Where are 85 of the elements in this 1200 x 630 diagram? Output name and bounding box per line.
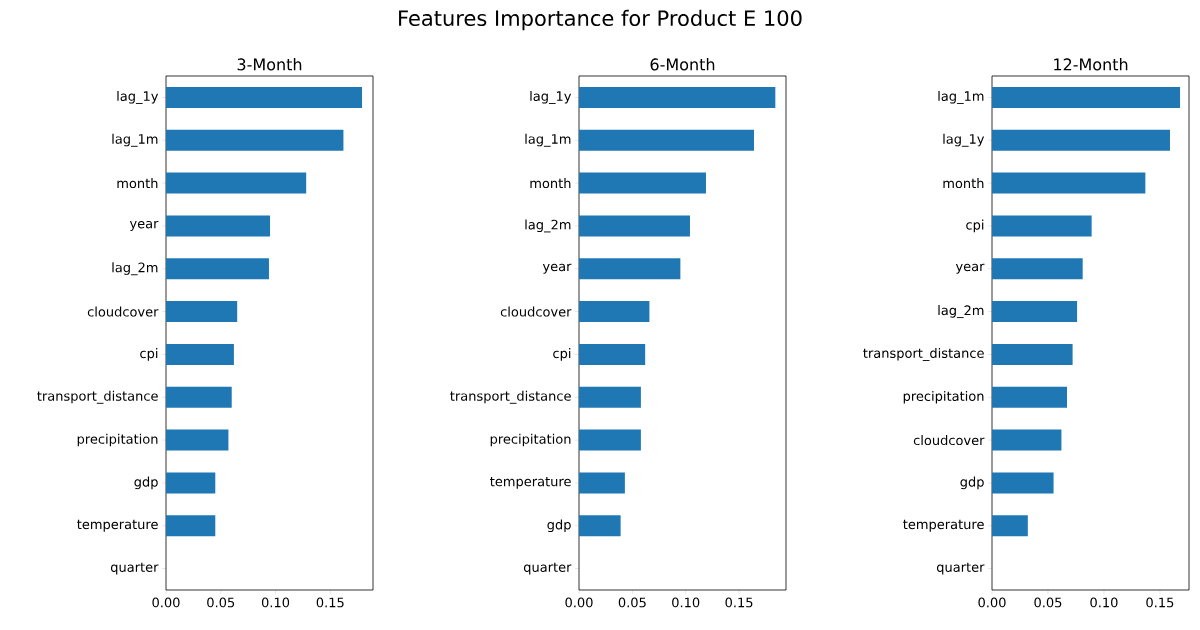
x-tick-label: 0.05: [207, 597, 235, 608]
y-tick-label: quarter: [936, 562, 985, 575]
bar: [579, 386, 641, 408]
x-tick-label: 0.05: [618, 597, 646, 608]
y-tick-label: year: [542, 263, 572, 274]
bar: [579, 343, 646, 365]
bar: [166, 215, 271, 237]
bar: [992, 86, 1181, 108]
bar: [992, 386, 1067, 408]
y-tick-label: lag_1y: [117, 90, 159, 104]
y-tick-label: lag_2m: [112, 262, 158, 276]
bar: [992, 515, 1028, 537]
y-tick-label: month: [117, 178, 158, 189]
bar: [992, 429, 1062, 451]
x-tick-label: 0.10: [672, 597, 700, 608]
bar: [579, 129, 754, 151]
bar: [579, 515, 621, 537]
x-tick-label: 0.15: [725, 597, 753, 608]
y-tick-label: year: [955, 263, 985, 274]
bar: [579, 215, 690, 237]
y-tick-label: precipitation: [77, 433, 158, 447]
y-tick-label: lag_1y: [943, 133, 985, 147]
x-tick-label: 0.00: [565, 597, 593, 608]
y-tick-label: month: [530, 178, 571, 189]
y-tick-label: lag_1y: [530, 90, 572, 104]
y-tick-label: cpi: [966, 219, 984, 233]
y-tick-label: precipitation: [490, 433, 571, 447]
y-tick-label: cpi: [140, 348, 158, 361]
y-tick-label: cloudcover: [913, 435, 985, 446]
y-tick-label: cloudcover: [500, 306, 572, 317]
bar: [166, 301, 238, 323]
bar: [166, 472, 216, 494]
y-tick-label: gdp: [960, 476, 984, 490]
y-tick-label: cpi: [553, 348, 571, 361]
x-tick-label: 0.15: [316, 597, 344, 608]
y-tick-label: lag_1m: [525, 133, 571, 147]
y-tick-label: transport_distance: [450, 390, 571, 404]
y-tick-label: transport_distance: [863, 347, 984, 361]
bar: [992, 129, 1170, 151]
y-tick-label: lag_1m: [938, 90, 984, 104]
bar: [166, 515, 216, 537]
bar: [166, 258, 269, 280]
x-tick-label: 0.10: [1090, 597, 1118, 608]
bar: [166, 386, 232, 408]
chart-title: 12-Month: [1054, 58, 1128, 71]
bar: [166, 343, 234, 365]
x-tick-label: 0.00: [152, 597, 180, 608]
bar: [579, 86, 776, 108]
x-tick-label: 0.00: [978, 597, 1006, 608]
y-tick-label: transport_distance: [37, 390, 158, 404]
y-tick-label: temperature: [490, 477, 571, 489]
bar: [579, 472, 625, 494]
y-tick-label: gdp: [547, 519, 571, 533]
chart-title: 3-Month: [237, 58, 302, 71]
bar: [579, 172, 706, 194]
bar: [579, 429, 641, 451]
y-tick-label: temperature: [77, 519, 158, 532]
bar: [579, 301, 650, 323]
bar: [992, 301, 1078, 323]
bar: [992, 472, 1054, 494]
y-tick-label: quarter: [110, 562, 159, 575]
bar: [992, 258, 1083, 280]
y-tick-label: month: [943, 178, 984, 189]
y-tick-label: lag_1m: [112, 133, 158, 147]
x-tick-label: 0.05: [1034, 597, 1062, 608]
bar: [166, 429, 229, 451]
x-tick-label: 0.10: [261, 597, 290, 608]
bar: [992, 215, 1092, 237]
y-tick-label: precipitation: [903, 390, 984, 404]
bar: [992, 172, 1146, 194]
y-tick-label: lag_2m: [525, 219, 571, 233]
bar: [992, 343, 1073, 365]
chart-title: 6-Month: [650, 58, 715, 71]
y-tick-label: gdp: [134, 476, 158, 490]
chart-title: Features Importance for Product E 100: [399, 9, 802, 31]
bar: [166, 129, 344, 151]
bar: [166, 86, 363, 108]
bar: [166, 172, 307, 194]
y-tick-label: cloudcover: [87, 306, 159, 317]
bar: [579, 258, 681, 280]
y-tick-label: year: [129, 220, 159, 231]
y-tick-label: lag_2m: [938, 305, 984, 319]
x-tick-label: 0.15: [1146, 597, 1174, 608]
y-tick-label: quarter: [523, 562, 572, 575]
y-tick-label: temperature: [903, 519, 984, 532]
